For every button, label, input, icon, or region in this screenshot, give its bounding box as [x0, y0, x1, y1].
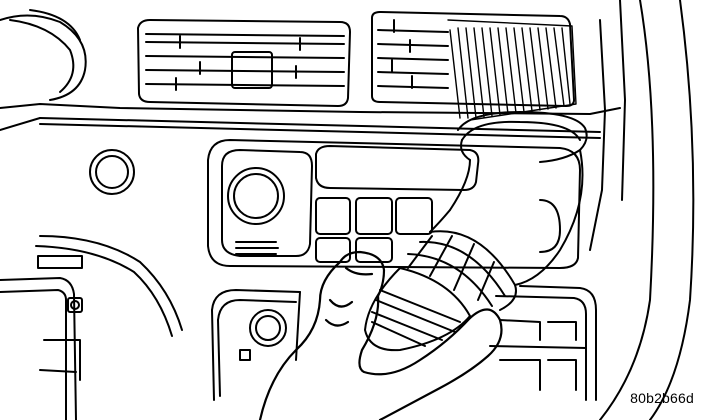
- vacuum-nozzle: [364, 230, 517, 352]
- lower-right-panel: [489, 285, 597, 401]
- lower-left-bezel: [0, 235, 183, 420]
- climate-control-panel: [207, 139, 581, 269]
- center-air-vent: [137, 19, 351, 107]
- right-air-vent: [371, 11, 575, 107]
- figure-code-label: 80b2b66d: [630, 390, 694, 406]
- left-round-knob: [89, 149, 135, 195]
- lower-center-panel: [211, 289, 301, 401]
- vacuum-hose-elbow: [429, 111, 588, 286]
- hand: [258, 250, 503, 420]
- gauge-cluster-opening: [0, 9, 87, 101]
